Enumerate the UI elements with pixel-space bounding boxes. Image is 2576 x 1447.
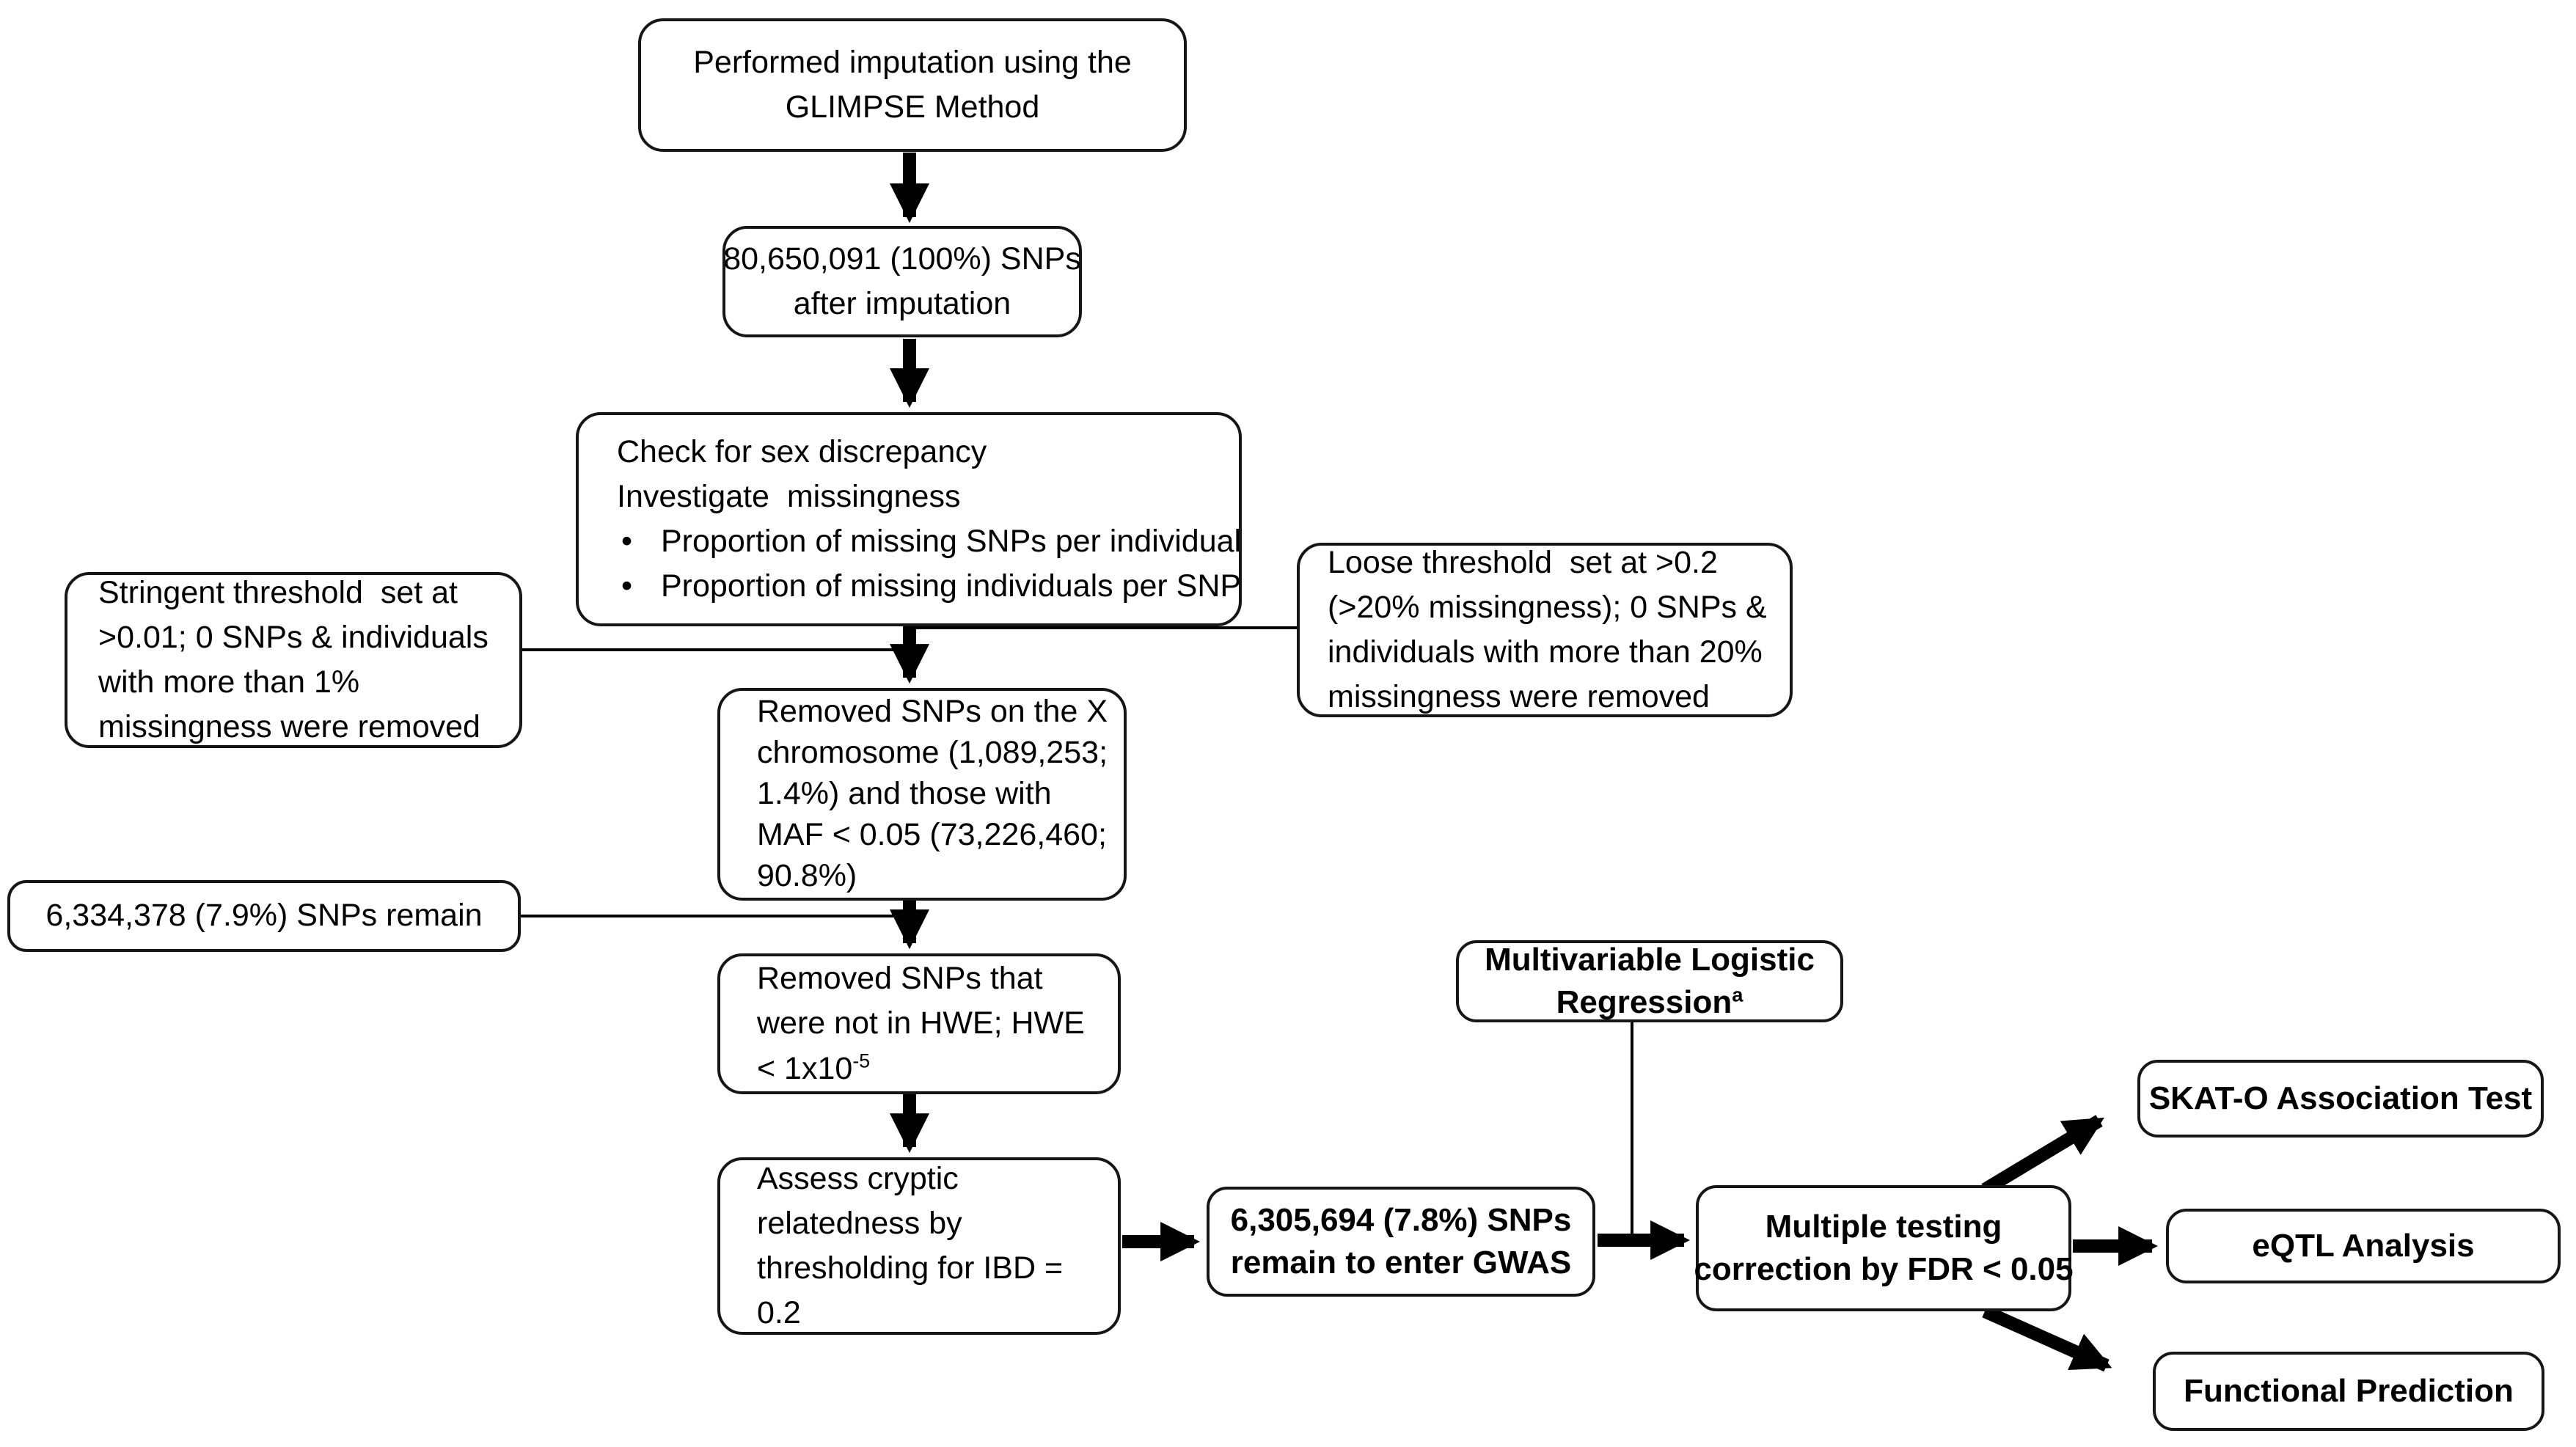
bullet-icon: • [621, 568, 633, 604]
box-multivariable-regression: Multivariable Logistic Regressiona [1456, 940, 1843, 1022]
box-after-imputation-line2: after imputation [793, 286, 1011, 321]
box-stringent-line4: missingness were removed [98, 709, 480, 745]
box-loose-line2: (>20% missingness); 0 SNPs & [1328, 589, 1767, 625]
box-multivariable-line1: Multivariable Logistic [1485, 941, 1815, 978]
box-stringent-threshold: Stringent threshold set at >0.01; 0 SNPs… [65, 572, 522, 748]
box-loose-threshold: Loose threshold set at >0.2 (>20% missin… [1297, 543, 1793, 717]
box-check-line1: Check for sex discrepancy [617, 433, 987, 469]
box-stringent-line1: Stringent threshold set at [98, 574, 458, 610]
box-hwe: Removed SNPs that were not in HWE; HWE <… [717, 953, 1121, 1094]
box-cryptic-line1: Assess cryptic [757, 1160, 959, 1196]
box-skato-text: SKAT-O Association Test [2148, 1080, 2533, 1116]
box-functional-text: Functional Prediction [2184, 1372, 2514, 1409]
box-gwas-snps: 6,305,694 (7.8%) SNPs remain to enter GW… [1207, 1187, 1595, 1297]
box-removed-x-line4: MAF < 0.05 (73,226,460; [757, 816, 1107, 852]
box-removed-x-line3: 1.4%) and those with [757, 776, 1052, 812]
box-imputation-line2: GLIMPSE Method [785, 89, 1040, 125]
box-removed-x-line5: 90.8%) [757, 857, 857, 893]
box-loose-line1: Loose threshold set at >0.2 [1328, 544, 1718, 580]
box-hwe-line3-base: < 1x10 [757, 1050, 853, 1086]
box-stringent-line3: with more than 1% [98, 664, 360, 700]
box-loose-line4: missingness were removed [1328, 679, 1710, 715]
box-eqtl-analysis: eQTL Analysis [2166, 1209, 2561, 1283]
box-check-line2: Investigate missingness [617, 478, 961, 514]
box-removed-x-line2: chromosome (1,089,253; [757, 735, 1108, 771]
box-multivariable-superscript: a [1732, 983, 1743, 1006]
box-check-bullet-row1: • Proportion of missing SNPs per individ… [617, 519, 1241, 564]
box-check-bullet1-text: Proportion of missing SNPs per individua… [661, 524, 1242, 559]
box-snps-remain: 6,334,378 (7.9%) SNPs remain [7, 880, 521, 952]
arrow-fdr-to-skato [1981, 1115, 2104, 1195]
box-removed-x-line1: Removed SNPs on the X [757, 694, 1108, 730]
arrow-fdr-to-functional [1982, 1305, 2112, 1372]
box-snps-remain-text: 6,334,378 (7.9%) SNPs remain [45, 898, 483, 934]
bullet-icon: • [621, 524, 633, 559]
box-stringent-line2: >0.01; 0 SNPs & individuals [98, 619, 489, 655]
box-cryptic-line3: thresholding for IBD = [757, 1250, 1064, 1286]
box-after-imputation: 80,650,091 (100%) SNPs after imputation [722, 226, 1082, 337]
box-check-sex-discrepancy: Check for sex discrepancy Investigate mi… [576, 412, 1242, 626]
box-imputation-line1: Performed imputation using the [693, 44, 1132, 80]
box-gwas-line2: remain to enter GWAS [1230, 1245, 1572, 1281]
box-check-bullet-row2: • Proportion of missing individuals per … [617, 564, 1241, 609]
box-hwe-line3: < 1x10-5 [757, 1047, 870, 1091]
box-cryptic-line2: relatedness by [757, 1205, 962, 1241]
box-eqtl-text: eQTL Analysis [2252, 1227, 2475, 1264]
box-skato-test: SKAT-O Association Test [2137, 1060, 2544, 1138]
box-hwe-line1: Removed SNPs that [757, 961, 1043, 997]
box-gwas-line1: 6,305,694 (7.8%) SNPs [1230, 1201, 1572, 1238]
box-hwe-line2: were not in HWE; HWE [757, 1005, 1085, 1041]
box-after-imputation-line1: 80,650,091 (100%) SNPs [723, 241, 1081, 276]
box-cryptic-relatedness: Assess cryptic relatedness by thresholdi… [717, 1157, 1121, 1335]
box-fdr-correction: Multiple testing correction by FDR < 0.0… [1694, 1185, 2074, 1311]
box-check-bullet2-text: Proportion of missing individuals per SN… [661, 568, 1242, 604]
box-loose-line3: individuals with more than 20% [1328, 634, 1763, 670]
box-hwe-line3-superscript: -5 [852, 1049, 871, 1072]
box-imputation: Performed imputation using the GLIMPSE M… [638, 18, 1187, 152]
box-functional-prediction: Functional Prediction [2153, 1352, 2544, 1431]
box-fdr-line2: correction by FDR < 0.05 [1694, 1251, 2074, 1287]
box-cryptic-line4: 0.2 [757, 1295, 801, 1331]
box-fdr-line1: Multiple testing [1765, 1208, 2002, 1245]
box-multivariable-line2: Regressiona [1556, 981, 1743, 1024]
box-removed-x-chromosome: Removed SNPs on the X chromosome (1,089,… [717, 688, 1127, 901]
box-multivariable-line2-base: Regression [1556, 984, 1732, 1020]
